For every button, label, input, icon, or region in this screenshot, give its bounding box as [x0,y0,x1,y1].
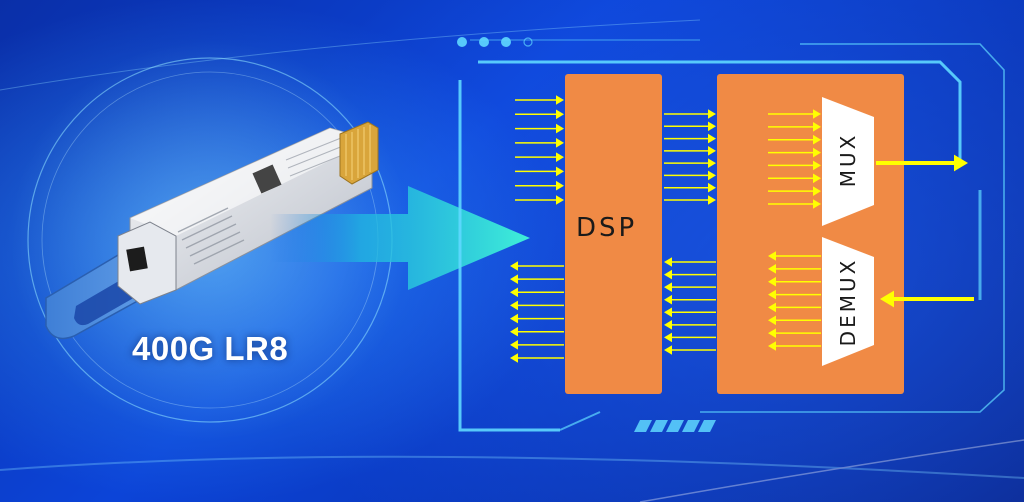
dsp-to-optics-lane-4 [664,146,716,156]
dsp-output-lane-1 [510,261,564,271]
mux-input-lane-2 [768,122,821,132]
transition-arrow [270,186,530,290]
dsp-input-lane-5 [515,152,564,162]
optics-to-dsp-lane-6 [664,320,716,330]
dsp-to-optics-lane-5 [664,158,716,168]
demux-input-arrow [880,290,974,308]
dsp-input-lane-3 [515,123,564,134]
dsp-output-lane-2 [510,274,564,284]
dsp-output-lane-7 [510,340,564,350]
mux-input-lane-4 [768,147,821,158]
demux-output-lane-4 [768,289,821,300]
mux-input-lane-1 [768,109,821,119]
demux-shape [822,237,874,366]
dsp-to-optics-lane-1 [664,109,716,119]
optics-to-dsp-lane-2 [664,269,716,280]
dsp-to-optics-lane-8 [664,195,716,205]
dsp-input-lane-6 [515,166,564,177]
optics-to-dsp-lane-7 [664,332,716,343]
demux-output-lane-7 [768,328,821,338]
diagram-frame [457,37,1005,432]
dsp-output-lane-5 [510,313,564,324]
demux-output-lane-2 [768,264,821,274]
optics-to-dsp-lane-8 [664,345,716,355]
mux-shape [822,97,874,226]
mux-output-arrow [876,154,968,172]
optics-to-dsp-lane-1 [664,257,716,267]
optics-to-dsp-lane-3 [664,282,716,292]
dsp-to-optics-lane-7 [664,182,716,193]
demux-output-lane-3 [768,276,821,287]
dsp-input-lane-1 [515,95,564,105]
mux-input-lane-6 [768,173,821,184]
mux-input-lane-7 [768,186,821,196]
background-streaks [0,19,1024,502]
dsp-to-optics-lane-2 [664,121,716,132]
demux-output-lane-1 [768,251,821,261]
dsp-input-lane-2 [515,109,564,120]
dsp-input-lane-4 [515,138,564,148]
demux-label: DEMUX [836,257,860,347]
dsp-output-lane-8 [510,353,564,363]
dsp-output-lane-4 [510,300,564,311]
mux-label: MUX [836,132,860,188]
dsp-input-lane-7 [515,180,564,191]
dsp-input-lane-8 [515,195,564,205]
transceiver-module-image [45,121,379,340]
dsp-output-lane-6 [510,326,564,337]
mux-input-lane-5 [768,160,821,171]
dsp-to-optics-lane-3 [664,133,716,144]
product-label: 400G LR8 [132,330,289,367]
demux-output-lane-8 [768,341,821,351]
dsp-to-optics-lane-6 [664,170,716,181]
demux-output-lane-5 [768,302,821,313]
mux-input-lane-3 [768,134,821,145]
demux-output-lane-6 [768,315,821,326]
optics-to-dsp-lane-5 [664,307,716,318]
mux-input-lane-8 [768,199,821,209]
dsp-label: DSP [576,213,638,243]
optics-to-dsp-lane-4 [664,294,716,305]
dsp-output-lane-3 [510,287,564,298]
dsp-block [565,74,662,394]
signal-lanes [510,95,974,363]
